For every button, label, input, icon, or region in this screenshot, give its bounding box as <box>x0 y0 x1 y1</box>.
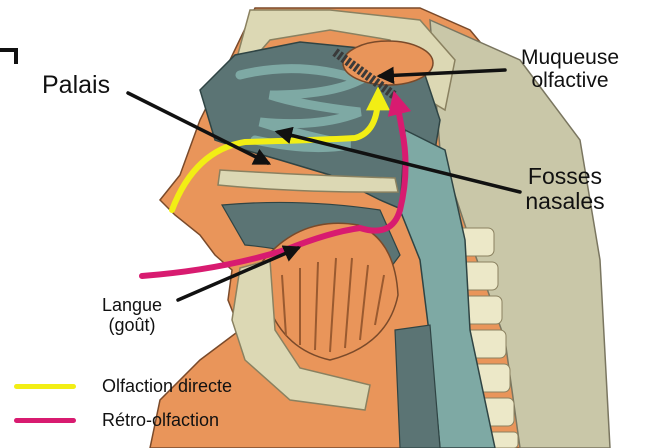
legend-retro-label: Rétro-olfaction <box>102 410 219 431</box>
label-langue: Langue (goût) <box>82 296 182 336</box>
olfactory-mucosa <box>343 41 433 85</box>
label-fosses-line2: nasales <box>515 189 615 214</box>
label-langue-line1: Langue <box>82 296 182 316</box>
legend-retro-swatch <box>14 418 76 423</box>
label-palais: Palais <box>42 72 110 100</box>
legend-retro: Rétro-olfaction <box>14 410 219 431</box>
legend-direct-swatch <box>14 384 76 389</box>
legend-direct-label: Olfaction directe <box>102 376 232 397</box>
label-muqueuse-line1: Muqueuse <box>510 46 630 69</box>
label-langue-line2: (goût) <box>82 316 182 336</box>
label-muqueuse-line2: olfactive <box>510 69 630 92</box>
label-fosses-line1: Fosses <box>515 164 615 189</box>
cropped-text-fragment <box>0 48 18 64</box>
legend-direct: Olfaction directe <box>14 376 232 397</box>
label-muqueuse-olfactive: Muqueuse olfactive <box>510 46 630 92</box>
label-fosses-nasales: Fosses nasales <box>515 164 615 215</box>
